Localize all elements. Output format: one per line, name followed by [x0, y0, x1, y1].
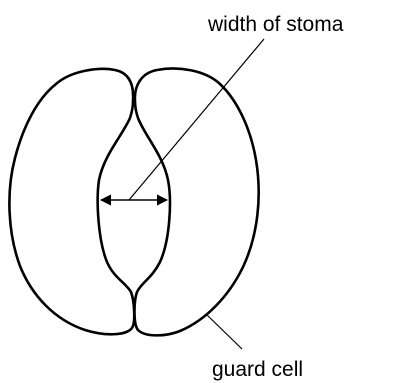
- guard-cell-leader-line: [205, 313, 243, 350]
- right-guard-cell: [133, 67, 260, 337]
- guard-cell-label: guard cell: [212, 358, 303, 381]
- stoma-width-leader-line: [128, 38, 265, 201]
- width-of-stoma-label: width of stoma: [207, 13, 344, 36]
- left-guard-cell: [8, 67, 136, 336]
